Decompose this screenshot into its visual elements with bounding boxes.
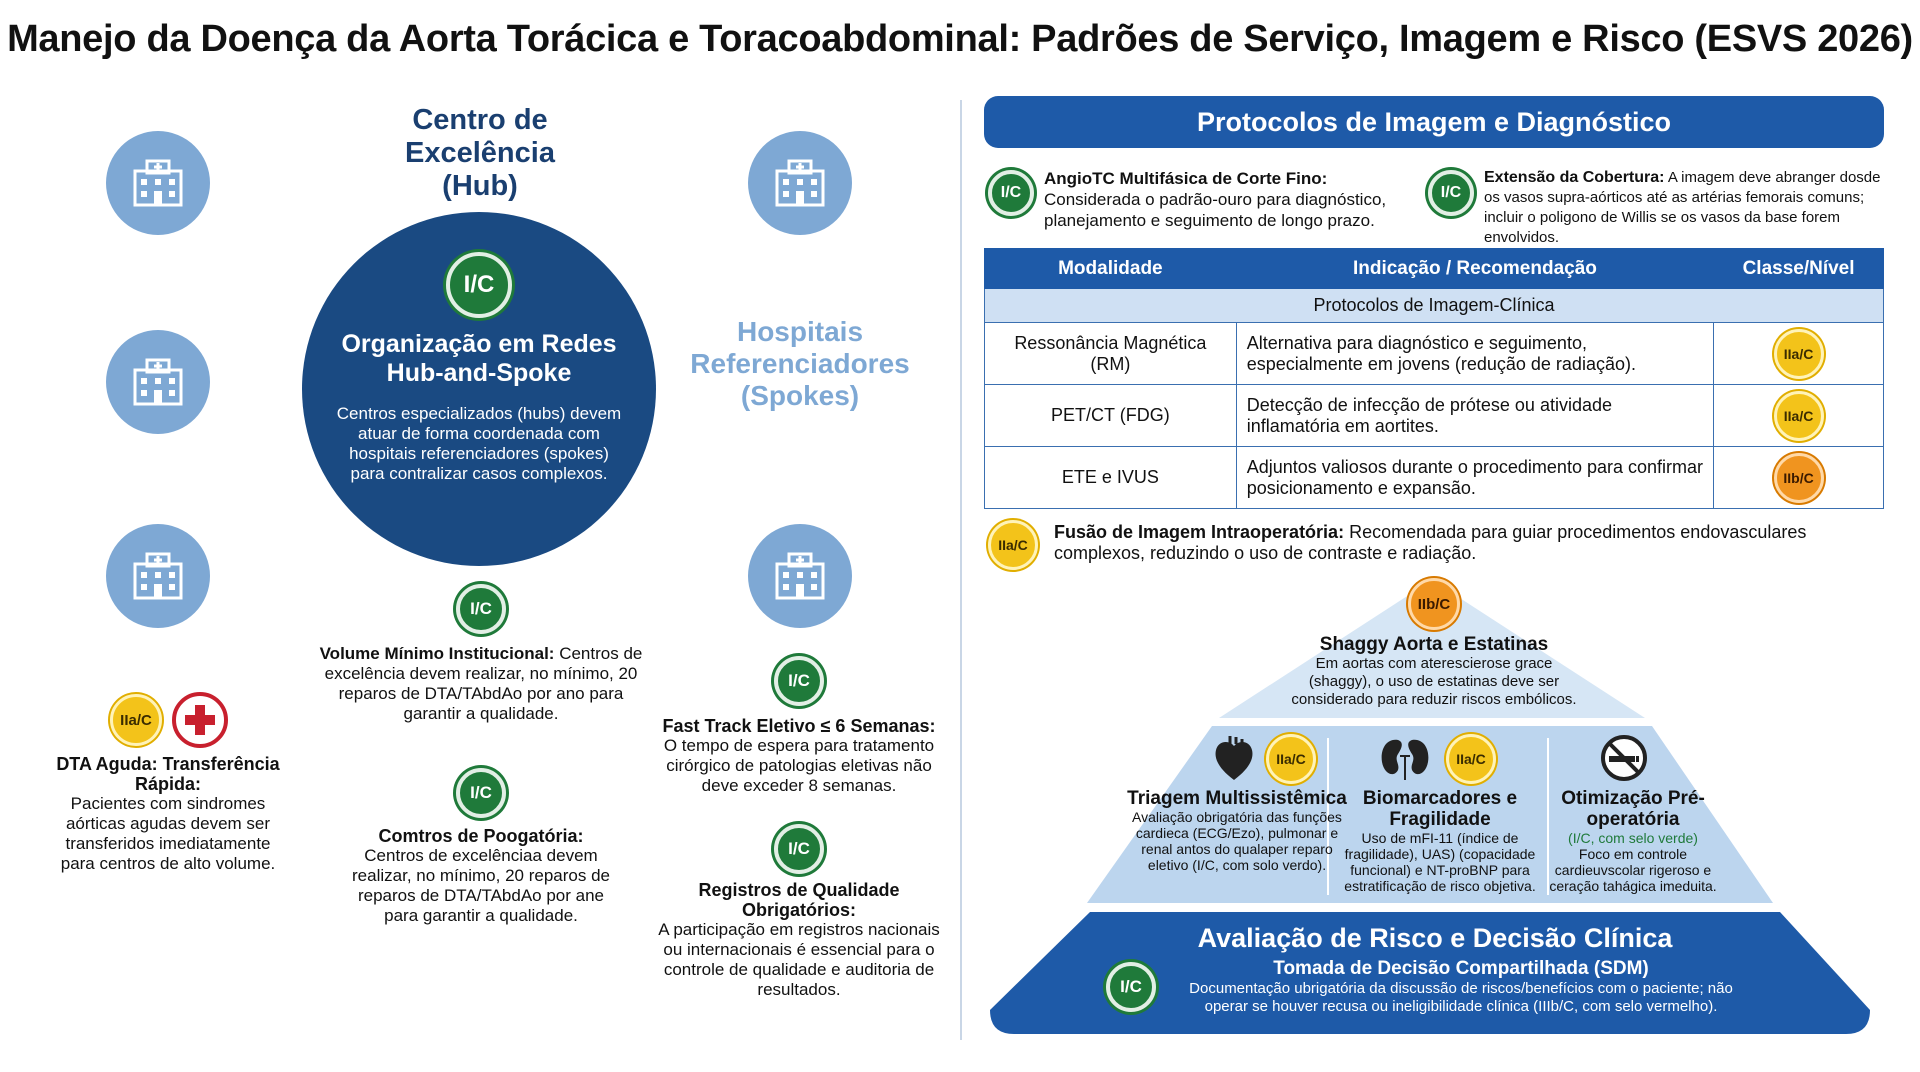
dta-title: DTA Aguda: Transferência Rápida: [56, 754, 280, 794]
table-row: ETE e IVUS Adjuntos valiosos durante o p… [984, 446, 1884, 509]
mid3-note: (I/C, com selo verde) [1568, 830, 1698, 846]
mid1-badge: IIa/C [1266, 734, 1316, 784]
volume-block: Volume Mínimo Institucional: Centros de … [318, 644, 644, 724]
hub-circle-title: Organização em Redes Hub-and-Spoke [341, 330, 617, 387]
hub-badge: I/C [446, 252, 512, 318]
kidneys-icon [1378, 736, 1432, 780]
red-cross-icon [172, 692, 228, 748]
base-text: Documentação ubrigatória da discussão de… [1189, 980, 1733, 1015]
fast-text: O tempo de espera para tratamento cirórg… [663, 736, 935, 795]
page-title: Manejo da Doença da Aorta Torácica e Tor… [7, 18, 1913, 60]
volume-text: Centros de excelência devem realizar, no… [324, 644, 643, 723]
spokes-title: Hospitais Referenciadores (Spokes) [690, 316, 910, 411]
poog-block: Comtros de Poogatória: Centros de excelê… [346, 826, 616, 926]
mid2-badge: IIa/C [1446, 734, 1496, 784]
reg-title: Registros de Qualidade Obrigatórios: [698, 880, 900, 920]
fast-badge: I/C [774, 656, 824, 706]
dta-block: DTA Aguda: Transferência Rápida: Pacient… [50, 754, 286, 874]
base-badge: I/C [1106, 962, 1156, 1012]
fusion-block: Fusão de Imagem Intraoperatória: Recomen… [1054, 522, 1884, 564]
table-row: Ressonância Magnética (RM) Alternativa p… [984, 322, 1884, 385]
table-header-indication: Indicação / Recomendação [1235, 248, 1715, 289]
mid3-block: Otimização Pré-operatória (I/C, com selo… [1548, 788, 1718, 894]
table-cell-modality: Ressonância Magnética (RM) [984, 322, 1237, 385]
mid1-text: Avaliação obrigatória das funções cardie… [1132, 809, 1342, 873]
hospital-icon [748, 524, 852, 628]
top-title: Shaggy Aorta e Estatinas [1319, 634, 1549, 655]
mid2-text: Uso de mFI-11 (índice de fragilidade), U… [1344, 830, 1536, 894]
base-title: Avaliação de Risco e Decisão Clínica [1197, 923, 1673, 953]
poog-badge: I/C [456, 768, 506, 818]
top-text: Em aortas com aterescierose grace (shagg… [1291, 655, 1577, 708]
protocols-header: Protocolos de Imagem e Diagnóstico [984, 96, 1884, 148]
dta-text: Pacientes com sindromes aórticas agudas … [60, 794, 276, 873]
mid2-block: Biomarcadores e Fragilidade Uso de mFI-1… [1332, 788, 1548, 894]
mid3-title: Otimização Pré-operatória [1561, 788, 1705, 830]
table-cell-indication: Alternativa para diagnóstico e seguiment… [1235, 322, 1715, 385]
ext-badge: I/C [1428, 170, 1474, 216]
class-badge: IIa/C [1773, 328, 1824, 379]
no-smoking-icon [1600, 734, 1648, 782]
top-block: Shaggy Aorta e Estatinas Em aortas com a… [1288, 634, 1580, 709]
mid1-title: Triagem Multissistêmica [1127, 788, 1347, 809]
panel-divider [960, 100, 962, 1040]
reg-badge: I/C [774, 824, 824, 874]
angio-badge: I/C [988, 170, 1034, 216]
table-cell-indication: Adjuntos valiosos durante o procedimento… [1235, 446, 1715, 509]
angio-title: AngioTC Multifásica de Corte Fino: [1044, 169, 1328, 188]
fusion-badge: IIa/C [988, 520, 1038, 570]
hospital-icon [106, 131, 210, 235]
table-cell-modality: PET/CT (FDG) [984, 384, 1237, 447]
class-badge: IIa/C [1773, 390, 1824, 441]
hospital-icon [748, 131, 852, 235]
reg-text: A participação em registros nacionais ou… [658, 920, 940, 999]
volume-badge: I/C [456, 584, 506, 634]
pyramid-base [990, 912, 1870, 1034]
base-block: Tomada de Decisão Compartilhada (SDM) Do… [1166, 958, 1756, 1016]
mid2-title: Biomarcadores e Fragilidade [1362, 788, 1518, 830]
reg-block: Registros de Qualidade Obrigatórios: A p… [654, 880, 944, 1000]
hub-title: Centro de Excelência (Hub) [405, 104, 555, 202]
fast-title: Fast Track Eletivo ≤ 6 Semanas: [662, 716, 936, 736]
angio-text: Considerada o padrão-ouro para diagnósti… [1044, 190, 1387, 230]
fusion-title: Fusão de Imagem Intraoperatória: [1054, 522, 1345, 542]
ext-title: Extensão da Cobertura: [1484, 169, 1665, 186]
heart-icon [1212, 734, 1256, 782]
table-subheader: Protocolos de Imagem-Clínica [984, 288, 1884, 323]
mid1-block: Triagem Multissistêmica Avaliação obriga… [1126, 788, 1348, 873]
class-badge: IIb/C [1773, 452, 1824, 503]
ext-text: A imagem deve abranger dosde os vasos su… [1484, 169, 1881, 246]
ext-block: Extensão da Cobertura: A imagem deve abr… [1484, 168, 1894, 248]
base-subtitle: Tomada de Decisão Compartilhada (SDM) [1273, 958, 1649, 979]
hub-circle-text: Centros especializados (hubs) devem atua… [336, 404, 622, 483]
table-header-class: Classe/Nível [1713, 248, 1884, 289]
mid3-text: Foco em controle cardieuvscolar rigeroso… [1549, 846, 1717, 894]
hospital-icon [106, 524, 210, 628]
top-badge: IIb/C [1408, 578, 1460, 630]
fast-block: Fast Track Eletivo ≤ 6 Semanas: O tempo … [650, 716, 948, 796]
table-cell-indication: Detecção de infecção de prótese ou ativi… [1235, 384, 1715, 447]
poog-text: Centros de excelênciaa devem realizar, n… [352, 846, 610, 925]
hospital-icon [106, 330, 210, 434]
table-cell-modality: ETE e IVUS [984, 446, 1237, 509]
table-header-modality: Modalidade [984, 248, 1237, 289]
volume-title: Volume Mínimo Institucional: [319, 644, 555, 663]
angio-block: AngioTC Multifásica de Corte Fino: Consi… [1044, 168, 1398, 231]
dta-badge: IIa/C [110, 694, 162, 746]
imaging-table: Modalidade Indicação / Recomendação Clas… [984, 248, 1884, 509]
risk-pyramid [990, 580, 1870, 1034]
pyramid-top [1219, 580, 1645, 718]
poog-title: Comtros de Poogatória: [378, 826, 584, 846]
table-row: PET/CT (FDG) Detecção de infecção de pró… [984, 384, 1884, 447]
fusion-text: Recomendada para guiar procedimentos end… [1054, 522, 1807, 563]
pyramid-middle [1087, 726, 1773, 903]
